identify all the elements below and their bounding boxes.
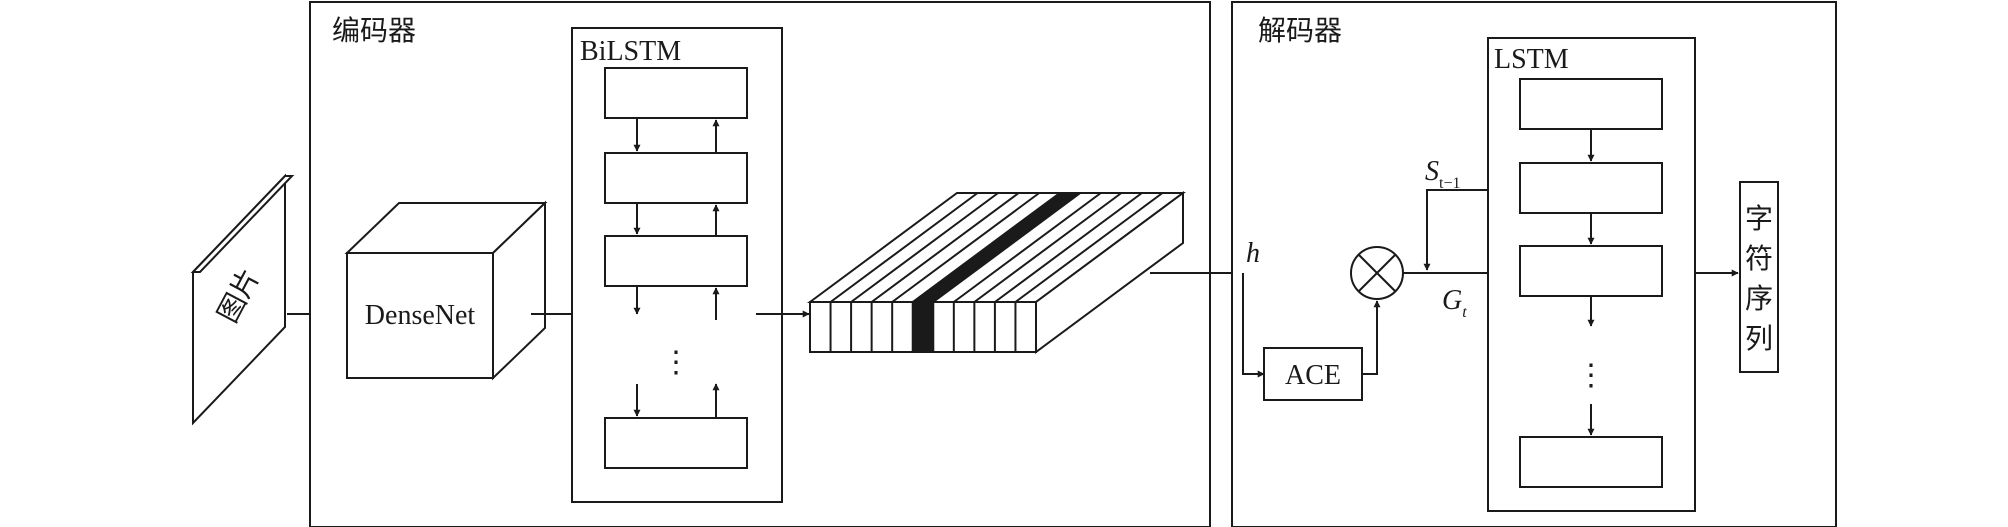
feature-column-stripe (912, 192, 1061, 303)
densenet-front (346, 252, 494, 379)
feature-column-stripe (871, 192, 1020, 303)
bilstm-cell (604, 152, 748, 204)
feature-column-stripe (891, 192, 1040, 303)
densenet-block: DenseNet (344, 200, 548, 381)
lstm-cells (1519, 78, 1663, 488)
decoder-title: 解码器 (1258, 15, 1342, 47)
output-char: 字 (1745, 203, 1773, 235)
feature-columns (829, 192, 1164, 352)
output-char: 列 (1745, 323, 1773, 355)
bilstm-cell (604, 417, 748, 469)
output-char: 符 (1745, 243, 1773, 275)
lstm-cell-active (1519, 245, 1663, 297)
feature-column-stripe (829, 192, 979, 303)
state-label: St−1 (1425, 156, 1460, 192)
feature-column-stripe (953, 192, 1102, 303)
feature-column-highlight-front (912, 302, 934, 352)
bilstm-cell (604, 235, 748, 287)
arrow-ace-to-attention (1362, 300, 1381, 375)
densenet-label: DenseNet (365, 300, 476, 331)
lstm-cell (1519, 162, 1663, 214)
hidden-label: h (1246, 238, 1260, 269)
bilstm-label: BiLSTM (580, 36, 681, 67)
bilstm-ellipsis: ⋮ (661, 346, 691, 379)
lstm-ellipsis: ⋮ (1576, 359, 1606, 392)
input-slab-top (190, 175, 295, 273)
lstm-label: LSTM (1494, 44, 1569, 75)
feature-column-stripe (850, 192, 999, 303)
bilstm-arrows (633, 118, 720, 418)
attention-multiply-icon (1350, 246, 1404, 300)
bilstm-cell (604, 67, 748, 119)
lstm-cell (1519, 436, 1663, 488)
arrow-h-to-ace (1242, 273, 1265, 378)
feature-column-stripe (973, 192, 1122, 303)
feature-column-stripe (994, 192, 1143, 303)
feature-column-stripe (1014, 192, 1164, 303)
bilstm-cells (604, 67, 748, 469)
output-char: 序 (1745, 283, 1773, 315)
output-box (1739, 181, 1779, 373)
encoder-title: 编码器 (332, 15, 416, 47)
output-chars: 字 符 序 列 (1745, 203, 1773, 355)
feature-column-stripe (932, 192, 1081, 303)
glimpse-label: Gt (1442, 285, 1467, 321)
lstm-cell (1519, 78, 1663, 130)
feature-sequence (806, 191, 1187, 354)
ace-label: ACE (1285, 360, 1341, 391)
input-image: 图片 (190, 173, 295, 426)
